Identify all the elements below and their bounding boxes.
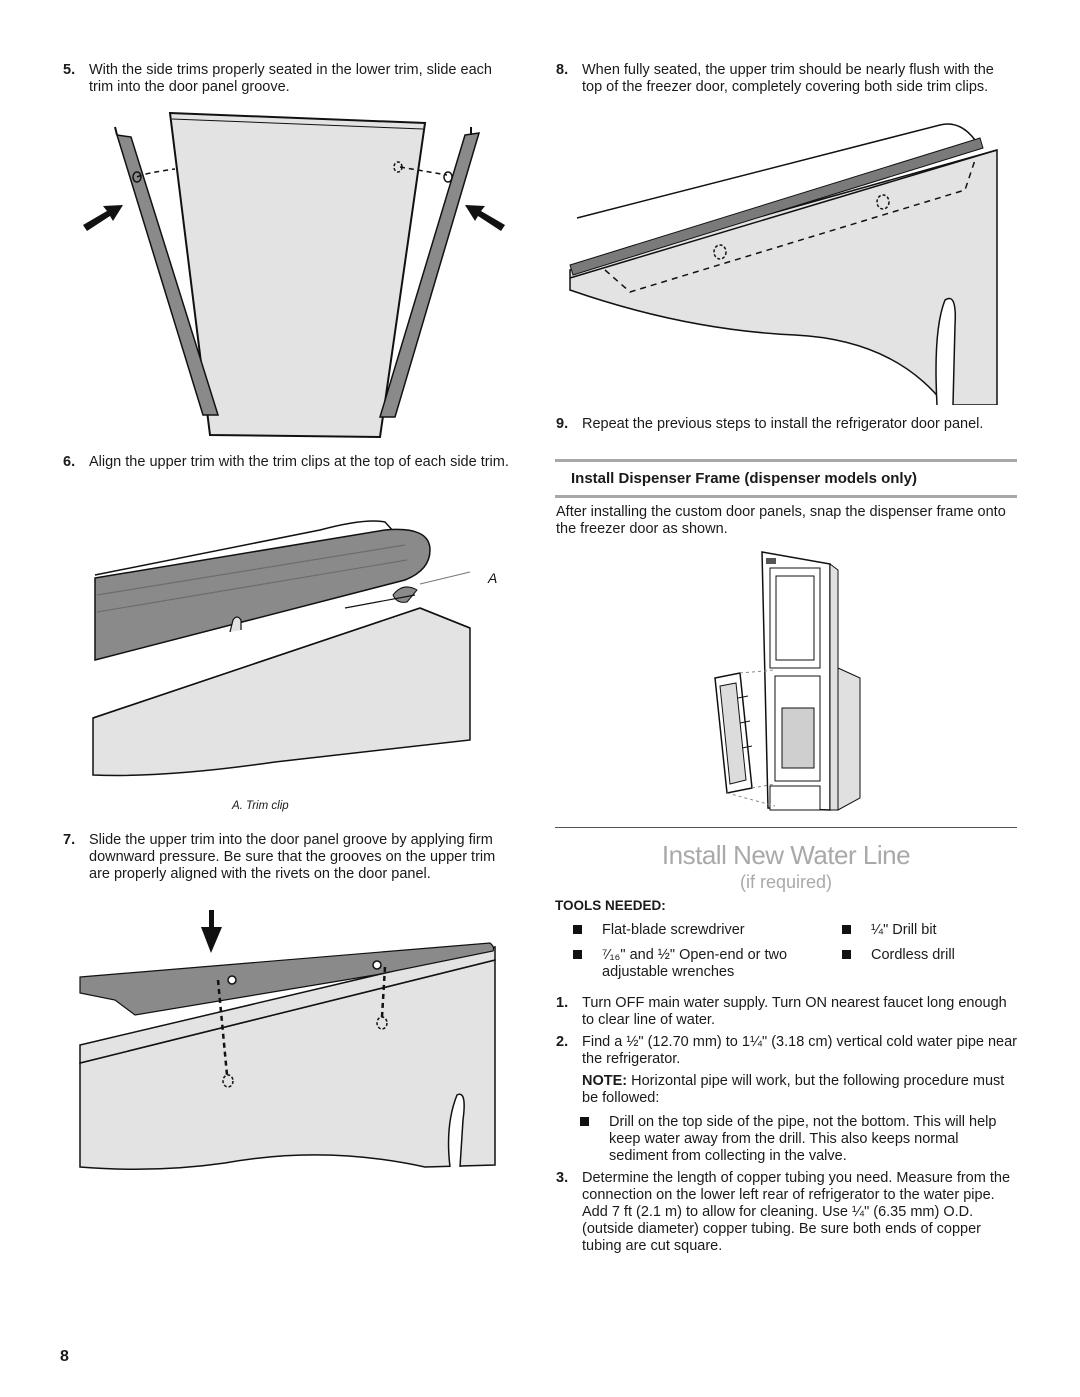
bullet-square-icon — [842, 925, 851, 934]
step-text: Align the upper trim with the trim clips… — [89, 454, 509, 470]
dispenser-section-heading: Install Dispenser Frame (dispenser model… — [555, 459, 1017, 498]
step-number: 1. — [556, 995, 569, 1011]
step-text: Determine the length of copper tubing yo… — [582, 1170, 1011, 1254]
water-step-2: 2. Find a ½" (12.70 mm) to 1¼" (3.18 cm)… — [556, 1034, 1018, 1068]
step-5: 5. With the side trims properly seated i… — [63, 62, 518, 96]
water-line-title: Install New Water Line — [661, 840, 911, 870]
step-number: 2. — [556, 1034, 569, 1050]
step-text: With the side trims properly seated in t… — [89, 62, 492, 95]
water-step-3: 3. Determine the length of copper tubing… — [556, 1170, 1018, 1255]
step-number: 5. — [63, 62, 76, 78]
upper-trim-pressure-illustration — [79, 910, 496, 1170]
bullet-square-icon — [580, 1117, 589, 1126]
bullet-square-icon — [573, 925, 582, 934]
step-number: 8. — [556, 62, 569, 78]
callout-a-label: A — [487, 570, 497, 586]
step-7: 7. Slide the upper trim into the door pa… — [63, 832, 518, 883]
note-text: Horizontal pipe will work, but the follo… — [582, 1073, 1005, 1106]
tool-item: ⁷⁄₁₆" and ½" Open-end or two adjustable … — [573, 947, 813, 981]
tool-item: Flat-blade screwdriver — [573, 922, 813, 939]
tools-needed-heading: TOOLS NEEDED: — [555, 898, 666, 913]
step-6: 6. Align the upper trim with the trim cl… — [63, 454, 518, 471]
note-bullet: Drill on the top side of the pipe, not t… — [580, 1114, 1018, 1165]
step-number: 9. — [556, 416, 569, 432]
dispenser-instructions: After installing the custom door panels,… — [556, 504, 1006, 537]
step-8: 8. When fully seated, the upper trim sho… — [556, 62, 1018, 96]
step-text: Slide the upper trim into the door panel… — [89, 832, 496, 882]
step-text: Repeat the previous steps to install the… — [582, 416, 984, 432]
section-divider — [555, 827, 1017, 828]
tool-item: Cordless drill — [842, 947, 1012, 964]
step-number: 7. — [63, 832, 76, 848]
water-line-subtitle: (if required) — [739, 872, 833, 892]
step-text: When fully seated, the upper trim should… — [582, 62, 994, 95]
seated-trim-illustration — [569, 123, 998, 405]
step-number: 3. — [556, 1170, 569, 1186]
bullet-square-icon — [573, 950, 582, 959]
step-number: 6. — [63, 454, 76, 470]
water-step-1: 1. Turn OFF main water supply. Turn ON n… — [556, 995, 1018, 1029]
side-trim-illustration — [83, 111, 505, 439]
note-paragraph: NOTE: Horizontal pipe will work, but the… — [582, 1073, 1018, 1107]
dispenser-frame-illustration — [714, 551, 861, 811]
bullet-square-icon — [842, 950, 851, 959]
tool-item: ¼" Drill bit — [842, 922, 1012, 939]
step-text: Turn OFF main water supply. Turn ON near… — [582, 995, 1007, 1028]
figure-caption: A. Trim clip — [232, 800, 289, 812]
page-number: 8 — [60, 1348, 69, 1365]
step-text: Find a ½" (12.70 mm) to 1¼" (3.18 cm) ve… — [582, 1034, 1018, 1067]
step-9: 9. Repeat the previous steps to install … — [556, 416, 1018, 433]
note-label: NOTE: — [582, 1073, 628, 1089]
upper-trim-alignment-illustration: A — [92, 520, 497, 777]
